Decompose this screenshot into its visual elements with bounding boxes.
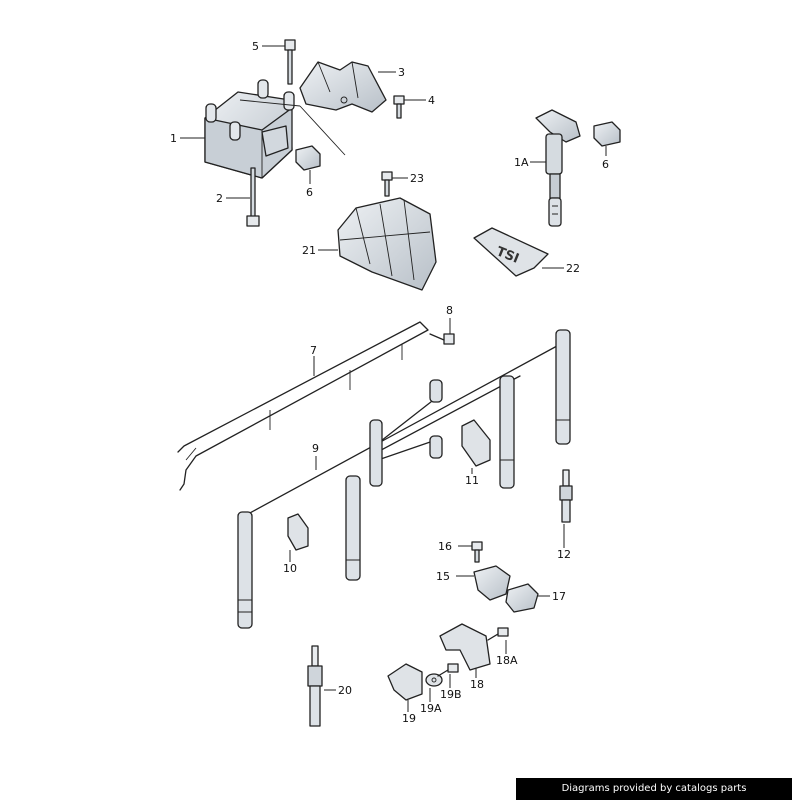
clip-11 xyxy=(461,419,491,467)
label-22: 22 xyxy=(566,262,580,275)
credit-banner: Diagrams provided by catalogs parts xyxy=(516,778,792,800)
bolt-19b xyxy=(437,663,459,677)
spark-plug-20 xyxy=(307,645,323,727)
label-10: 10 xyxy=(283,562,297,575)
label-18: 18 xyxy=(470,678,484,691)
tsi-badge-22: TSI xyxy=(473,227,549,277)
ignition-coil-pack xyxy=(204,79,346,179)
gasket-rail-7 xyxy=(177,321,429,491)
label-11: 11 xyxy=(465,474,479,487)
label-3: 3 xyxy=(398,66,405,79)
engine-cover-21 xyxy=(337,197,437,291)
label-16: 16 xyxy=(438,540,452,553)
label-21: 21 xyxy=(302,244,316,257)
label-23: 23 xyxy=(410,172,424,185)
label-2: 2 xyxy=(216,192,223,205)
ignition-lead-set xyxy=(237,329,571,629)
label-19: 19 xyxy=(402,712,416,725)
bolt-2 xyxy=(246,167,260,227)
label-8: 8 xyxy=(446,304,453,317)
washer-19a xyxy=(425,673,443,687)
label-4: 4 xyxy=(428,94,435,107)
bolt-23 xyxy=(381,171,393,197)
leader-lines xyxy=(180,45,607,712)
label-6-left: 6 xyxy=(306,186,313,199)
label-7: 7 xyxy=(310,344,317,357)
bolt-8 xyxy=(429,333,455,345)
coil-bracket xyxy=(299,61,387,113)
sensor-bracket-18 xyxy=(439,623,491,671)
label-9: 9 xyxy=(312,442,319,455)
clip-10 xyxy=(287,513,309,551)
spark-plug-12 xyxy=(559,469,573,523)
label-6-right: 6 xyxy=(602,158,609,171)
label-17: 17 xyxy=(552,590,566,603)
bracket-19 xyxy=(387,663,423,701)
label-19b: 19B xyxy=(440,688,462,701)
label-1: 1 xyxy=(170,132,177,145)
label-18a: 18A xyxy=(496,654,518,667)
bolt-5 xyxy=(284,39,296,85)
label-19a: 19A xyxy=(420,702,442,715)
callout-labels: 1 5 2 3 4 6 1A 6 23 21 22 7 8 9 11 10 12… xyxy=(170,40,609,725)
bolt-16 xyxy=(471,541,483,563)
bolt-18a xyxy=(487,627,509,641)
label-1a: 1A xyxy=(514,156,529,169)
label-12: 12 xyxy=(557,548,571,561)
label-20: 20 xyxy=(338,684,352,697)
label-5: 5 xyxy=(252,40,259,53)
connector-6-left xyxy=(295,145,321,171)
pencil-ignition-coil xyxy=(535,109,581,227)
connector-6-right xyxy=(593,121,621,147)
connector-17 xyxy=(505,583,539,613)
label-15: 15 xyxy=(436,570,450,583)
sensor-15 xyxy=(473,565,511,601)
bolt-4 xyxy=(393,95,405,119)
